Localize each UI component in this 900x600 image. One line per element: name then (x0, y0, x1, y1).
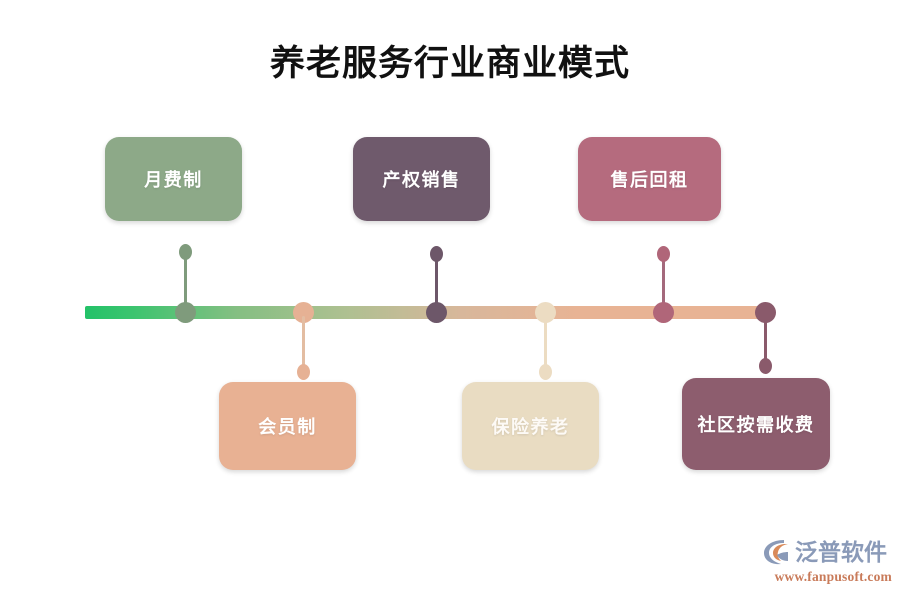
connector-endpoint-dot (657, 246, 670, 262)
card-label: 保险养老 (491, 417, 570, 437)
timeline-node[interactable] (653, 302, 674, 323)
card-node-4[interactable]: 保险养老 (462, 382, 599, 470)
timeline-node[interactable] (755, 302, 776, 323)
timeline-node[interactable] (426, 302, 447, 323)
connector-endpoint-dot (539, 364, 552, 380)
connector-line (544, 316, 547, 368)
card-node-5[interactable]: 售后回租 (578, 137, 721, 221)
page-title: 养老服务行业商业模式 (269, 44, 630, 83)
connector-endpoint-dot (759, 358, 772, 374)
timeline-node[interactable] (535, 302, 556, 323)
connector-line (662, 256, 665, 312)
connector-endpoint-dot (297, 364, 310, 380)
timeline-node[interactable] (175, 302, 196, 323)
card-label: 产权销售 (382, 170, 461, 190)
timeline-node[interactable] (293, 302, 314, 323)
connector-line (184, 254, 187, 312)
connector-line (302, 316, 305, 368)
card-node-1[interactable]: 月费制 (105, 137, 242, 221)
connector-line (764, 316, 767, 362)
connector-endpoint-dot (179, 244, 192, 260)
card-node-6[interactable]: 社区按需收费 (682, 378, 830, 470)
connector-line (435, 256, 438, 312)
brand-name: 泛普软件 (795, 539, 887, 565)
connector-endpoint-dot (430, 246, 443, 262)
card-node-3[interactable]: 产权销售 (353, 137, 490, 221)
brand-url: www.fanpusoft.com (774, 569, 892, 584)
card-label: 社区按需收费 (697, 415, 815, 435)
fanpu-logo-icon (762, 538, 792, 566)
card-label: 会员制 (258, 417, 317, 437)
brand-logo: 泛普软件 www.fanpusoft.com (762, 536, 892, 588)
card-label: 售后回租 (610, 170, 689, 190)
card-label: 月费制 (144, 170, 203, 190)
card-node-2[interactable]: 会员制 (219, 382, 356, 470)
brand-logo-row: 泛普软件 (762, 536, 892, 568)
